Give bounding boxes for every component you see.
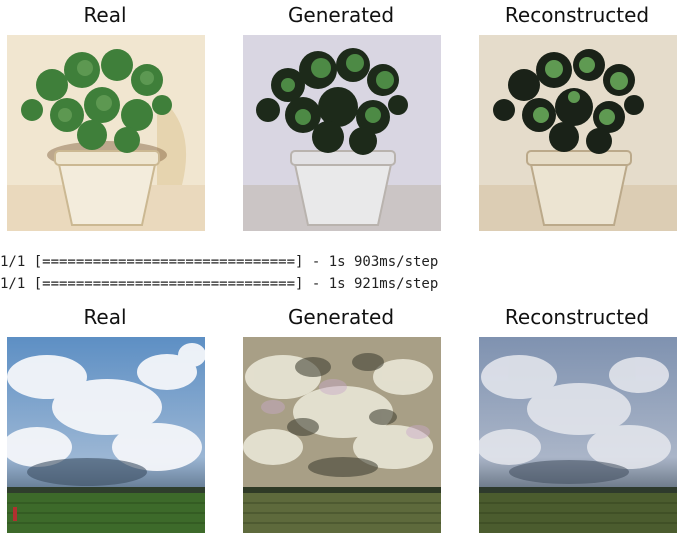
title-real-1: Real <box>83 3 127 27</box>
plant-generated-svg <box>243 35 441 231</box>
title-generated-2: Generated <box>287 305 395 329</box>
title-real-2: Real <box>83 305 127 329</box>
image-reconstructed-sky <box>479 337 677 533</box>
sky-real-svg <box>7 337 205 533</box>
title-reconstructed-1: Reconstructed <box>504 3 650 27</box>
console-log-line-1: 1/1 [==============================] - 1… <box>0 254 439 270</box>
title-reconstructed-2: Reconstructed <box>504 305 650 329</box>
image-generated-plant <box>243 35 441 231</box>
plant-reconstructed-svg <box>479 35 677 231</box>
title-generated-1: Generated <box>287 3 395 27</box>
sky-reconstructed-svg <box>479 337 677 533</box>
image-reconstructed-plant <box>479 35 677 231</box>
console-log-line-2: 1/1 [==============================] - 1… <box>0 276 439 292</box>
image-real-plant <box>7 35 205 231</box>
plant-real-svg <box>7 35 205 231</box>
image-real-sky <box>7 337 205 533</box>
sky-generated-svg <box>243 337 441 533</box>
image-generated-sky <box>243 337 441 533</box>
